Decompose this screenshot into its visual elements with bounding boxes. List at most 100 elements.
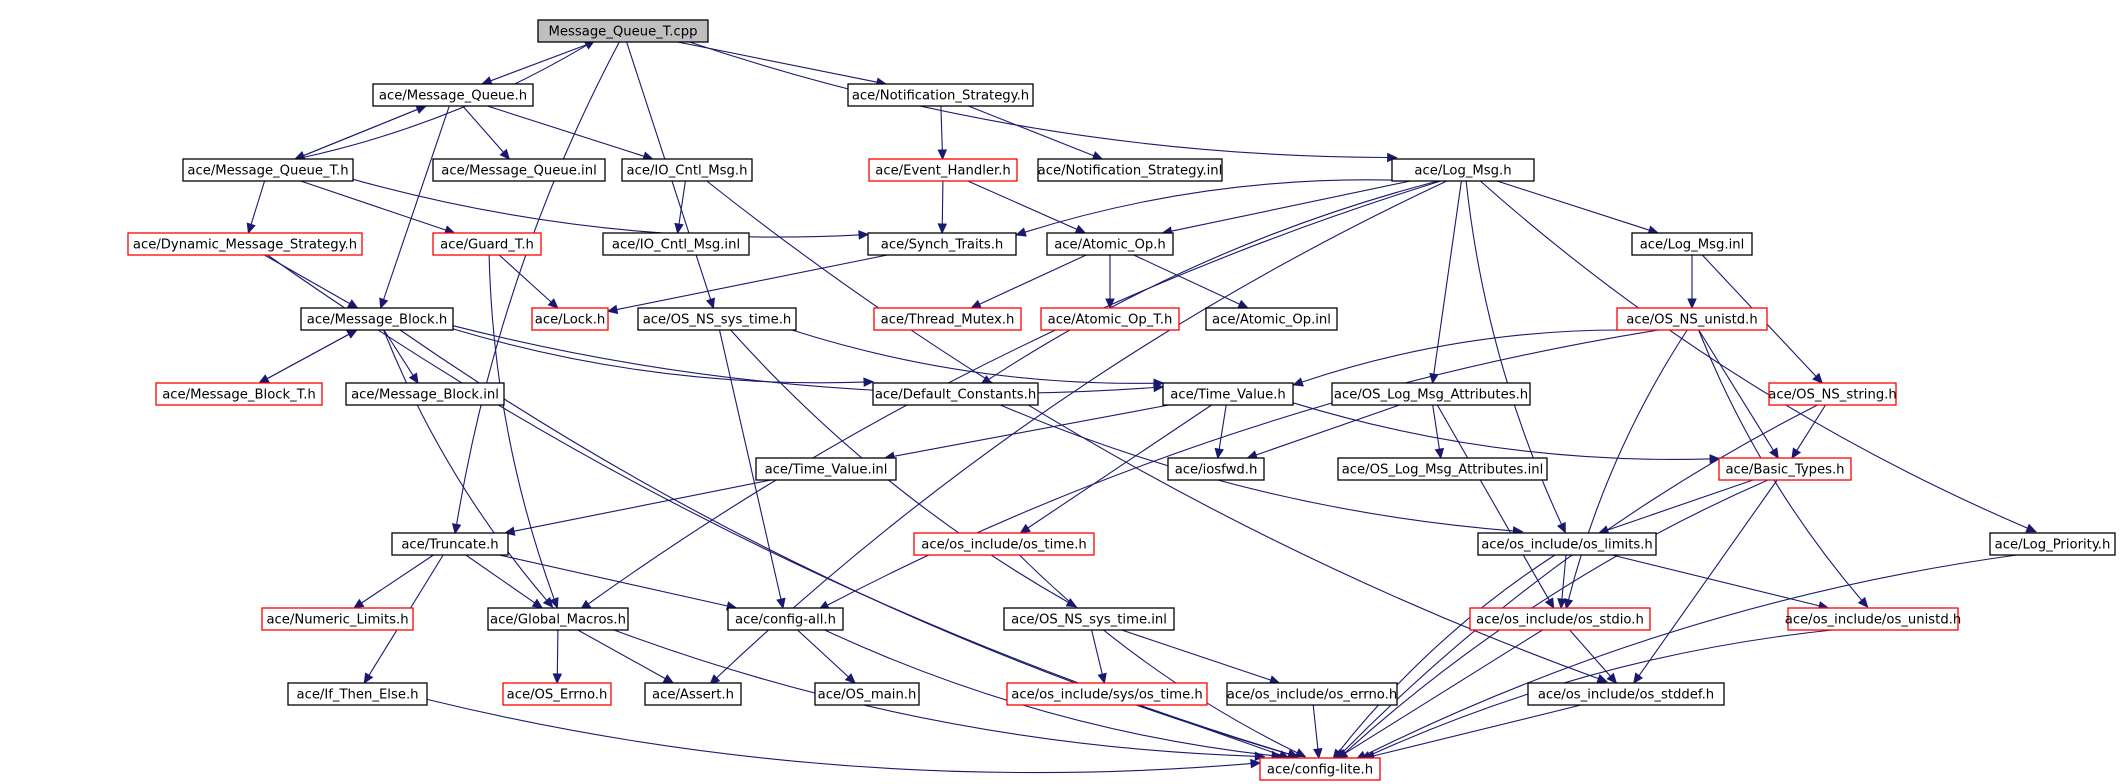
node-basic-h[interactable]: ace/Basic_Types.h bbox=[1718, 457, 1852, 481]
edge-iocntl_h-to-iocntl_inl bbox=[674, 180, 686, 235]
edge-truncate_h-to-globmac_h bbox=[465, 554, 544, 609]
node-label: ace/os_include/os_stddef.h bbox=[1538, 688, 1714, 703]
edge-mb_h-to-defconst_h bbox=[452, 328, 875, 387]
edge-evh_h-to-synch_h bbox=[937, 180, 948, 235]
edge-mbt_h-to-mb_h bbox=[258, 329, 358, 384]
edge-logmsg_h-to-synch_h bbox=[1015, 179, 1393, 237]
node-ostime-h[interactable]: ace/os_include/os_time.h bbox=[913, 532, 1095, 556]
edge-mq_t_cpp-to-truncate_h bbox=[451, 41, 620, 535]
node-synch-h[interactable]: ace/Synch_Traits.h bbox=[867, 232, 1017, 256]
node-truncate-h[interactable]: ace/Truncate.h bbox=[391, 532, 509, 556]
node-mq-inl[interactable]: ace/Message_Queue.inl bbox=[432, 158, 606, 182]
edge-basic_h-to-limits_h bbox=[1597, 479, 1754, 535]
edge-mq_t_cpp-to-mq_h bbox=[481, 41, 594, 86]
node-notif-inl[interactable]: ace/Notification_Strategy.inl bbox=[1037, 158, 1223, 182]
node-lock-h[interactable]: ace/Lock.h bbox=[531, 307, 609, 331]
edge-mq_t_cpp-to-logmsg_h bbox=[689, 41, 1398, 163]
node-iocntl-inl[interactable]: ace/IO_Cntl_Msg.inl bbox=[602, 232, 750, 256]
edge-timeval_h-to-timeval_inl bbox=[883, 404, 1170, 461]
node-ifthen-h[interactable]: ace/If_Then_Else.h bbox=[287, 682, 428, 706]
node-label: ace/Atomic_Op_T.h bbox=[1048, 313, 1173, 328]
node-limits-h[interactable]: ace/os_include/os_limits.h bbox=[1477, 532, 1657, 556]
node-label: ace/Time_Value.h bbox=[1170, 388, 1286, 403]
node-dms-h[interactable]: ace/Dynamic_Message_Strategy.h bbox=[127, 232, 363, 256]
node-notif-h[interactable]: ace/Notification_Strategy.h bbox=[847, 83, 1034, 107]
node-label: ace/IO_Cntl_Msg.inl bbox=[612, 238, 740, 253]
node-timeval-inl[interactable]: ace/Time_Value.inl bbox=[755, 457, 897, 481]
node-label: ace/Message_Block.inl bbox=[351, 388, 499, 403]
node-atomic-h[interactable]: ace/Atomic_Op.h bbox=[1046, 232, 1174, 256]
node-oserrno-h[interactable]: ace/OS_Errno.h bbox=[502, 682, 612, 706]
node-label: ace/os_include/os_time.h bbox=[921, 538, 1087, 553]
node-logprio-h[interactable]: ace/Log_Priority.h bbox=[1989, 532, 2116, 556]
node-label: ace/Atomic_Op.h bbox=[1054, 238, 1166, 253]
node-label: ace/Basic_Types.h bbox=[1725, 463, 1844, 478]
node-guard-h[interactable]: ace/Guard_T.h bbox=[432, 232, 542, 256]
node-defconst-h[interactable]: ace/Default_Constants.h bbox=[872, 382, 1039, 406]
edges-layer bbox=[246, 40, 2037, 774]
edge-systime_h-to-timeval_h bbox=[791, 329, 1165, 388]
node-configlite-h[interactable]: ace/config-lite.h bbox=[1259, 757, 1381, 781]
edge-guard_h-to-lock_h bbox=[498, 254, 559, 309]
edge-guard_h-to-globmac_h bbox=[488, 254, 559, 609]
edge-synch_h-to-lock_h bbox=[606, 254, 888, 315]
node-atomict-h[interactable]: ace/Atomic_Op_T.h bbox=[1040, 307, 1180, 331]
node-globmac-h[interactable]: ace/Global_Macros.h bbox=[487, 607, 629, 631]
node-numlim-h[interactable]: ace/Numeric_Limits.h bbox=[261, 607, 414, 631]
edge-timeval_h-to-ostime_h bbox=[1019, 404, 1212, 534]
node-errno-h[interactable]: ace/os_include/os_errno.h bbox=[1226, 682, 1398, 706]
node-logmsg-h[interactable]: ace/Log_Msg.h bbox=[1391, 158, 1535, 182]
node-label: ace/os_include/os_unistd.h bbox=[1785, 613, 1962, 628]
edge-oslogattr_h-to-stdio_h bbox=[1436, 404, 1555, 610]
edge-mq_h-to-mq_inl bbox=[462, 105, 511, 160]
edge-mb_h-to-configlite_h bbox=[399, 329, 1299, 759]
node-label: ace/Truncate.h bbox=[401, 538, 498, 553]
edge-logprio_h-to-configlite_h bbox=[1355, 554, 2017, 760]
node-mqt-h[interactable]: ace/Message_Queue_T.h bbox=[182, 158, 354, 182]
node-thrmutex-h[interactable]: ace/Thread_Mutex.h bbox=[873, 307, 1022, 331]
node-mb-inl[interactable]: ace/Message_Block.inl bbox=[345, 382, 505, 406]
node-label: ace/Numeric_Limits.h bbox=[266, 613, 408, 628]
node-osunistd-h[interactable]: ace/os_include/os_unistd.h bbox=[1785, 607, 1962, 631]
node-iosfwd-h[interactable]: ace/iosfwd.h bbox=[1167, 457, 1265, 481]
edge-systime_inl-to-errno_h bbox=[1121, 629, 1281, 685]
node-systime-inl[interactable]: ace/OS_NS_sys_time.inl bbox=[1003, 607, 1175, 631]
edge-evh_h-to-atomic_h bbox=[967, 180, 1087, 234]
node-label: ace/OS_NS_unistd.h bbox=[1626, 313, 1757, 328]
node-label: ace/Time_Value.inl bbox=[765, 463, 888, 478]
edge-logmsg_h-to-atomic_h bbox=[1161, 180, 1411, 236]
node-osmain-h[interactable]: ace/OS_main.h bbox=[814, 682, 920, 706]
node-label: ace/OS_NS_sys_time.h bbox=[643, 313, 792, 328]
edge-systime_h-to-configall_h bbox=[718, 329, 786, 610]
edge-string_h-to-basic_h bbox=[1791, 404, 1826, 460]
node-stdio-h[interactable]: ace/os_include/os_stdio.h bbox=[1469, 607, 1651, 631]
node-configall-h[interactable]: ace/config-all.h bbox=[727, 607, 844, 631]
node-mb-h[interactable]: ace/Message_Block.h bbox=[300, 307, 454, 331]
node-label: ace/os_include/os_errno.h bbox=[1227, 688, 1397, 703]
node-string-h[interactable]: ace/OS_NS_string.h bbox=[1768, 382, 1897, 406]
node-label: ace/Message_Block.h bbox=[307, 313, 448, 328]
node-unistd-h[interactable]: ace/OS_NS_unistd.h bbox=[1616, 307, 1768, 331]
node-label: ace/OS_NS_sys_time.inl bbox=[1011, 613, 1167, 628]
edge-stdio_h-to-stddef_h bbox=[1569, 629, 1618, 684]
node-mbt-h[interactable]: ace/Message_Block_T.h bbox=[155, 382, 323, 406]
node-systime-h[interactable]: ace/OS_NS_sys_time.h bbox=[637, 307, 797, 331]
node-label: ace/Message_Queue.inl bbox=[441, 164, 596, 179]
edge-iocntl_h-to-stddef_h bbox=[706, 180, 1609, 683]
node-label: Message_Queue_T.cpp bbox=[549, 25, 698, 40]
node-oslogattr-h[interactable]: ace/OS_Log_Msg_Attributes.h bbox=[1331, 382, 1531, 406]
node-oslogattr-inl[interactable]: ace/OS_Log_Msg_Attributes.inl bbox=[1337, 457, 1548, 481]
node-mq-h[interactable]: ace/Message_Queue.h bbox=[372, 83, 534, 107]
node-iocntl-h[interactable]: ace/IO_Cntl_Msg.h bbox=[621, 158, 753, 182]
node-mq-t-cpp[interactable]: Message_Queue_T.cpp bbox=[537, 19, 709, 43]
node-atomic-inl[interactable]: ace/Atomic_Op.inl bbox=[1205, 307, 1338, 331]
node-systime2-h[interactable]: ace/os_include/sys/os_time.h bbox=[1006, 682, 1208, 706]
node-timeval-h[interactable]: ace/Time_Value.h bbox=[1162, 382, 1294, 406]
node-label: ace/Notification_Strategy.inl bbox=[1038, 164, 1223, 179]
node-assert-h[interactable]: ace/Assert.h bbox=[644, 682, 742, 706]
node-logmsg-inl[interactable]: ace/Log_Msg.inl bbox=[1631, 232, 1753, 256]
node-evh-h[interactable]: ace/Event_Handler.h bbox=[868, 158, 1018, 182]
node-stddef-h[interactable]: ace/os_include/os_stddef.h bbox=[1527, 682, 1725, 706]
edge-mqt_h-to-synch_h bbox=[352, 178, 870, 240]
edge-logmsg_h-to-logmsg_inl bbox=[1496, 180, 1660, 235]
